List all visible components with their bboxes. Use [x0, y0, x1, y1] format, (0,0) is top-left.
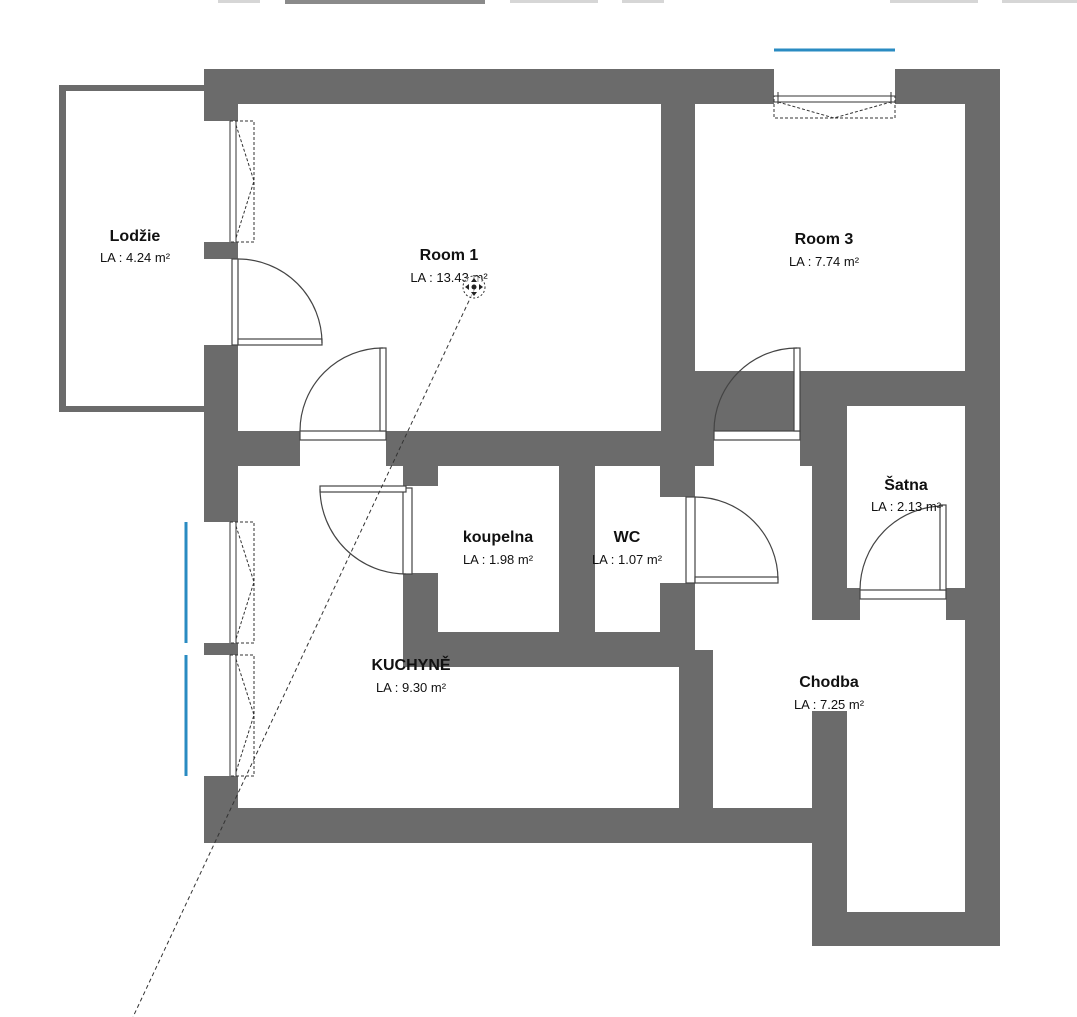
room-name-room3: Room 3: [795, 231, 854, 248]
door-room1: [299, 347, 387, 441]
windows: [229, 92, 896, 777]
floor-room3: [695, 104, 965, 371]
doors: [231, 258, 947, 600]
wall-openings: [204, 69, 946, 776]
door-satna: [859, 504, 947, 600]
floor-koupelna: [438, 466, 559, 632]
door-loggia-room1: [231, 258, 323, 346]
room-area-room3: LA : 7.74 m²: [789, 254, 860, 269]
room-area-koupelna: LA : 1.98 m²: [463, 552, 534, 567]
window-kitchen-2: [229, 654, 255, 777]
room-name-room1: Room 1: [420, 247, 479, 264]
room-area-chodba: LA : 7.25 m²: [794, 697, 865, 712]
floor-wc: [595, 466, 660, 632]
room-name-koupelna: koupelna: [463, 529, 533, 546]
floor-room1: [238, 104, 661, 431]
room-area-wc: LA : 1.07 m²: [592, 552, 663, 567]
loggia: [59, 85, 204, 412]
selected-window-markers: [184, 48, 895, 776]
window-kitchen-1: [229, 521, 255, 644]
room-area-kuchyne: LA : 9.30 m²: [376, 680, 447, 695]
room-name-chodba: Chodba: [799, 674, 859, 691]
room-name-satna: Šatna: [884, 475, 928, 494]
window-loggia: [229, 120, 255, 243]
toolbar-remnants: [218, 0, 1077, 4]
room-name-kuchyne: KUCHYNĚ: [371, 655, 450, 674]
room-name-lodzie: Lodžie: [110, 228, 161, 245]
window-room3: [773, 92, 896, 119]
door-wc: [685, 496, 779, 584]
room-name-wc: WC: [614, 529, 641, 546]
guide-line: [132, 287, 476, 1017]
room-area-lodzie: LA : 4.24 m²: [100, 250, 171, 265]
room-area-satna: LA : 2.13 m²: [871, 499, 942, 514]
room-labels: Lodžie LA : 4.24 m² Room 1 LA : 13.43 m²…: [100, 228, 942, 712]
door-room3: [713, 347, 801, 441]
room-floors: [238, 104, 965, 912]
move-handle-icon[interactable]: [462, 275, 486, 299]
door-koupelna: [319, 485, 413, 575]
